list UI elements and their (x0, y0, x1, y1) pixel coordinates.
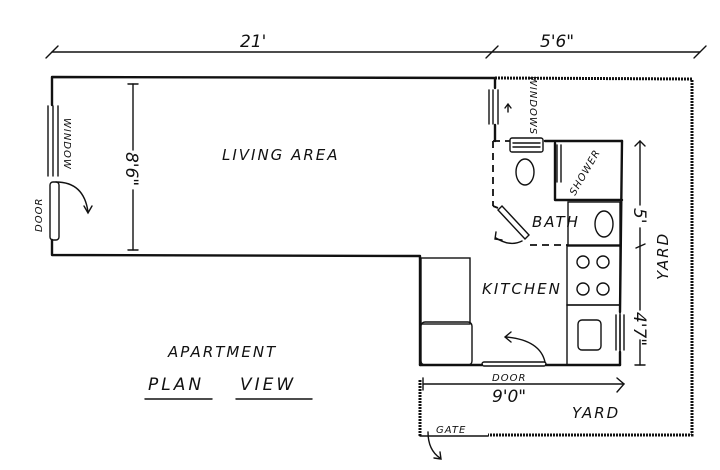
gate (419, 431, 489, 460)
yard-bottom-label: YARD (572, 404, 620, 422)
windows-top-label: WINDOWS (527, 76, 538, 135)
bath-door (494, 204, 530, 245)
yard-fence (418, 76, 694, 437)
bottom-dimension-line (422, 377, 625, 393)
shower-label: SHOWER (568, 148, 603, 198)
door-bottom-label: DOOR (492, 373, 526, 384)
counter (420, 257, 473, 366)
bath-walls (492, 139, 624, 246)
toilet-icon (509, 137, 544, 186)
stove-icon (566, 245, 621, 306)
living-area-label: LIVING AREA (222, 146, 340, 164)
top-dimension-line (45, 45, 707, 59)
left-door (49, 181, 93, 241)
living-area-walls (50, 75, 497, 260)
kitchen-width-dimension: 9'0" (492, 387, 526, 407)
kitchen-sink-icon (566, 304, 621, 366)
title-view: VIEW (240, 375, 296, 395)
bath-label: BATH (532, 213, 580, 231)
title-apartment: APARTMENT (167, 343, 277, 361)
door-left-label: DOOR (34, 198, 45, 232)
left-window (47, 105, 59, 177)
right-dimension-line (634, 140, 646, 366)
bath-depth-dimension: 5' (629, 208, 649, 224)
kitchen-window (615, 314, 625, 351)
living-width-dimension: 21' (240, 32, 266, 52)
kitchen-depth-dimension: 4'7" (629, 312, 649, 346)
yard-right-label: YARD (654, 232, 672, 280)
kitchen-walls (418, 139, 624, 367)
extension-width-dimension: 5'6" (540, 32, 574, 52)
gate-label: GATE (436, 425, 466, 436)
kitchen-door (481, 331, 547, 367)
window-left-label: WINDOW (61, 118, 72, 170)
kitchen-label: KITCHEN (482, 280, 562, 298)
living-depth-dimension: 8'6" (121, 152, 141, 186)
living-depth-dimension-line (127, 83, 139, 251)
top-windows (488, 89, 512, 125)
shower (553, 141, 624, 202)
title-plan: PLAN (148, 375, 204, 395)
